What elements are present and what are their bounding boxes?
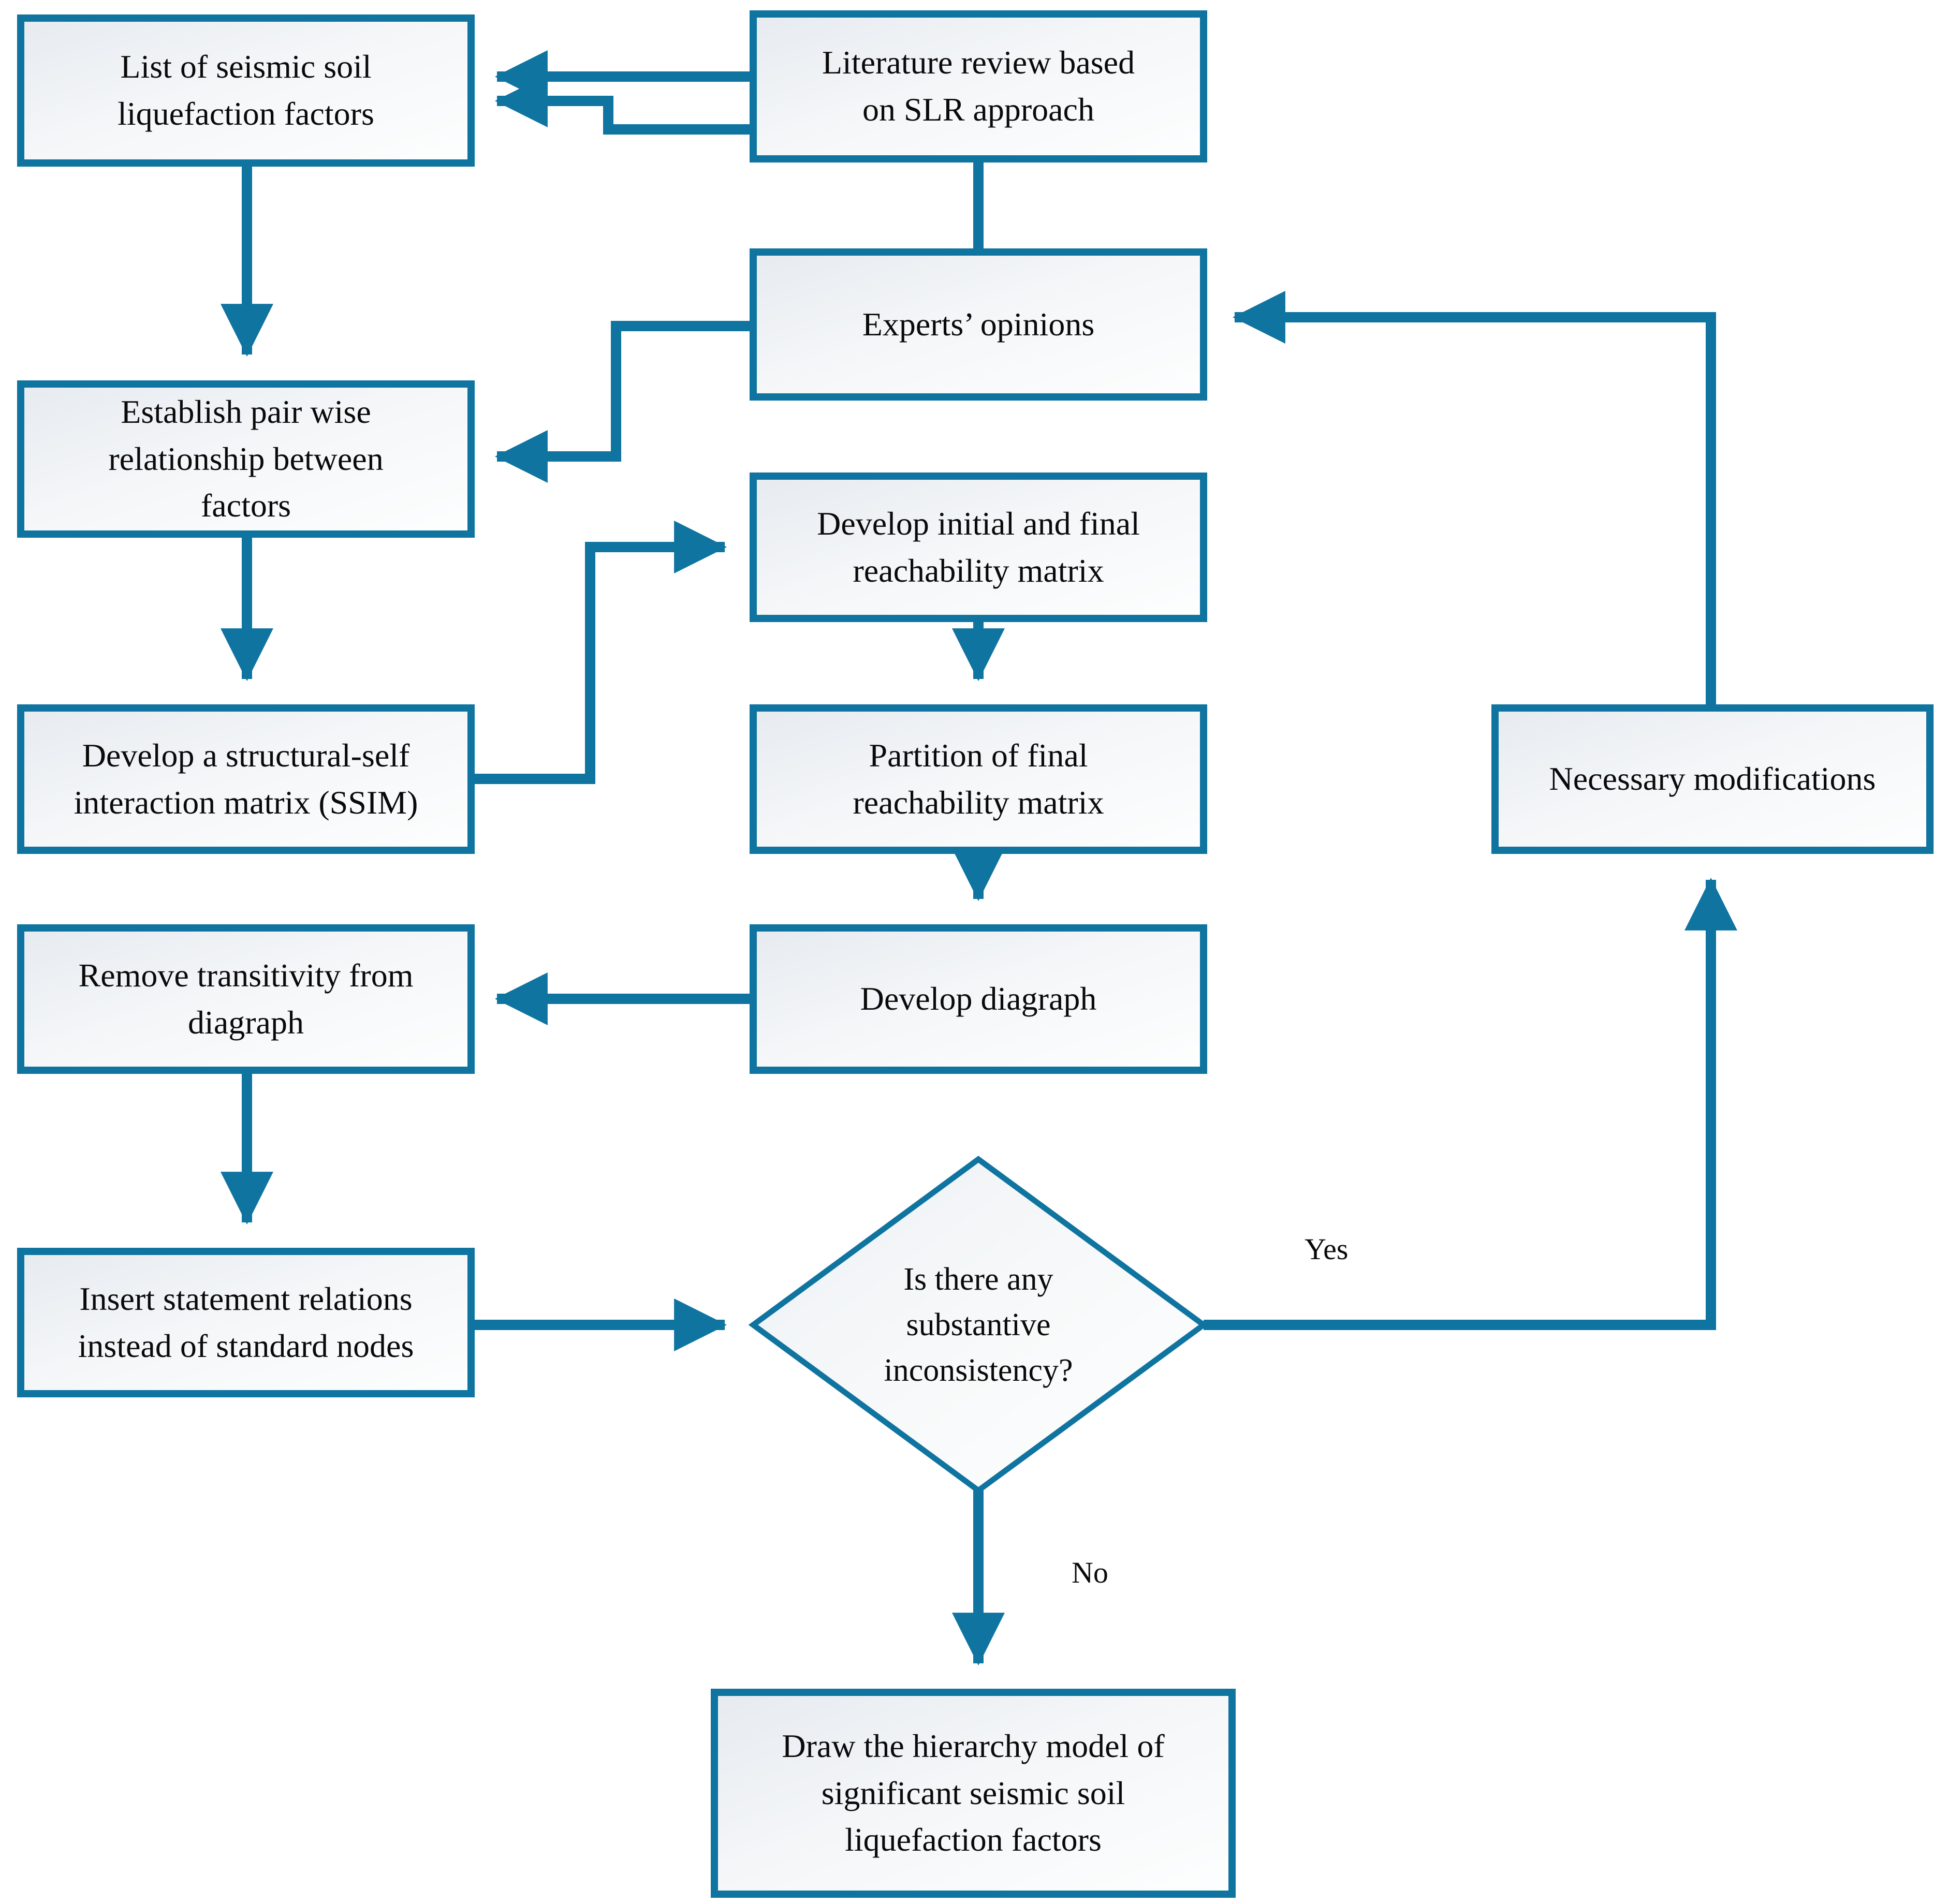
node-ssim[interactable] [17,704,475,854]
edge-label-yes: Yes [1305,1232,1349,1266]
edge-experts-to-pairwise [494,321,753,483]
node-establish-pair-wise[interactable] [17,380,475,538]
edge-label-no: No [1072,1556,1108,1589]
edge-experts-to-list [494,75,984,252]
edge-decision-yes-to-necessary [1204,877,1737,1330]
node-list-of-factors[interactable] [17,14,475,167]
node-decision-inconsistency[interactable] [748,1156,1209,1494]
node-experts-opinions[interactable] [750,248,1207,401]
edge-ssim-to-reachability [471,521,727,784]
node-develop-diagraph[interactable] [750,924,1207,1074]
node-literature-review[interactable] [750,10,1207,163]
node-reachability-matrix[interactable] [750,473,1207,622]
node-necessary-modifications[interactable] [1491,704,1933,854]
node-remove-transitivity[interactable] [17,924,475,1074]
node-insert-statement-relations[interactable] [17,1248,475,1397]
edge-necessary-to-experts [1232,291,1716,708]
node-draw-hierarchy-model[interactable] [711,1689,1236,1898]
node-partition-matrix[interactable] [750,704,1207,854]
